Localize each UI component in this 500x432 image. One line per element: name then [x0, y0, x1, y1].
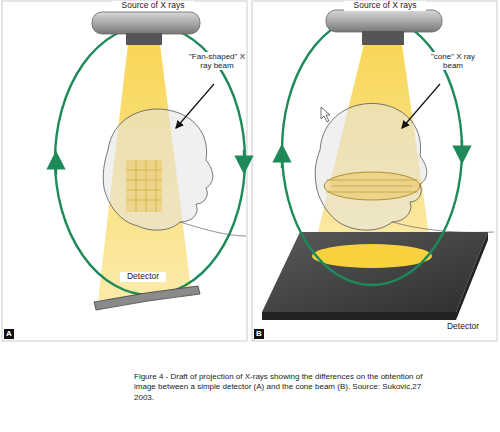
panel-frame — [252, 1, 497, 341]
tube-collimator — [126, 33, 162, 45]
slice-grid — [126, 160, 162, 212]
volume-lines — [326, 180, 418, 192]
leader-line — [402, 84, 440, 128]
detector-bar — [94, 286, 200, 310]
x-ray-tube — [326, 10, 442, 32]
head-outline — [103, 109, 213, 230]
detector-edge — [262, 232, 488, 320]
neck-outline — [180, 222, 246, 236]
x-ray-tube — [92, 12, 200, 34]
figure-caption: Figure 4 - Draft of projection of X-rays… — [134, 372, 434, 403]
leader-line — [176, 84, 214, 128]
beam-label: "cone" X ray beam — [424, 52, 482, 70]
component-label: Source of X rays — [344, 1, 426, 11]
beam-footprint — [312, 244, 432, 268]
volume-region — [324, 172, 420, 200]
component-label: Detector — [440, 322, 486, 332]
rotation-path — [55, 25, 245, 295]
beam-label: "Fan-shaped" X ray beam — [188, 52, 246, 70]
slice-region — [126, 160, 162, 212]
rotation-arrow — [281, 153, 283, 168]
rotation-arrow — [243, 150, 245, 165]
panel-letter: A — [4, 329, 14, 339]
panel-letter: B — [254, 329, 264, 339]
detector-plate — [262, 232, 488, 312]
tube-collimator — [362, 31, 404, 45]
component-label: Detector — [120, 272, 166, 282]
mouse-cursor — [321, 107, 330, 122]
panel-frame — [2, 1, 247, 341]
head-outline — [315, 103, 427, 230]
rotation-arrow — [55, 160, 57, 175]
cone-beam — [312, 44, 432, 256]
rotation-arrow — [461, 140, 463, 155]
component-label: Source of X rays — [112, 1, 194, 11]
